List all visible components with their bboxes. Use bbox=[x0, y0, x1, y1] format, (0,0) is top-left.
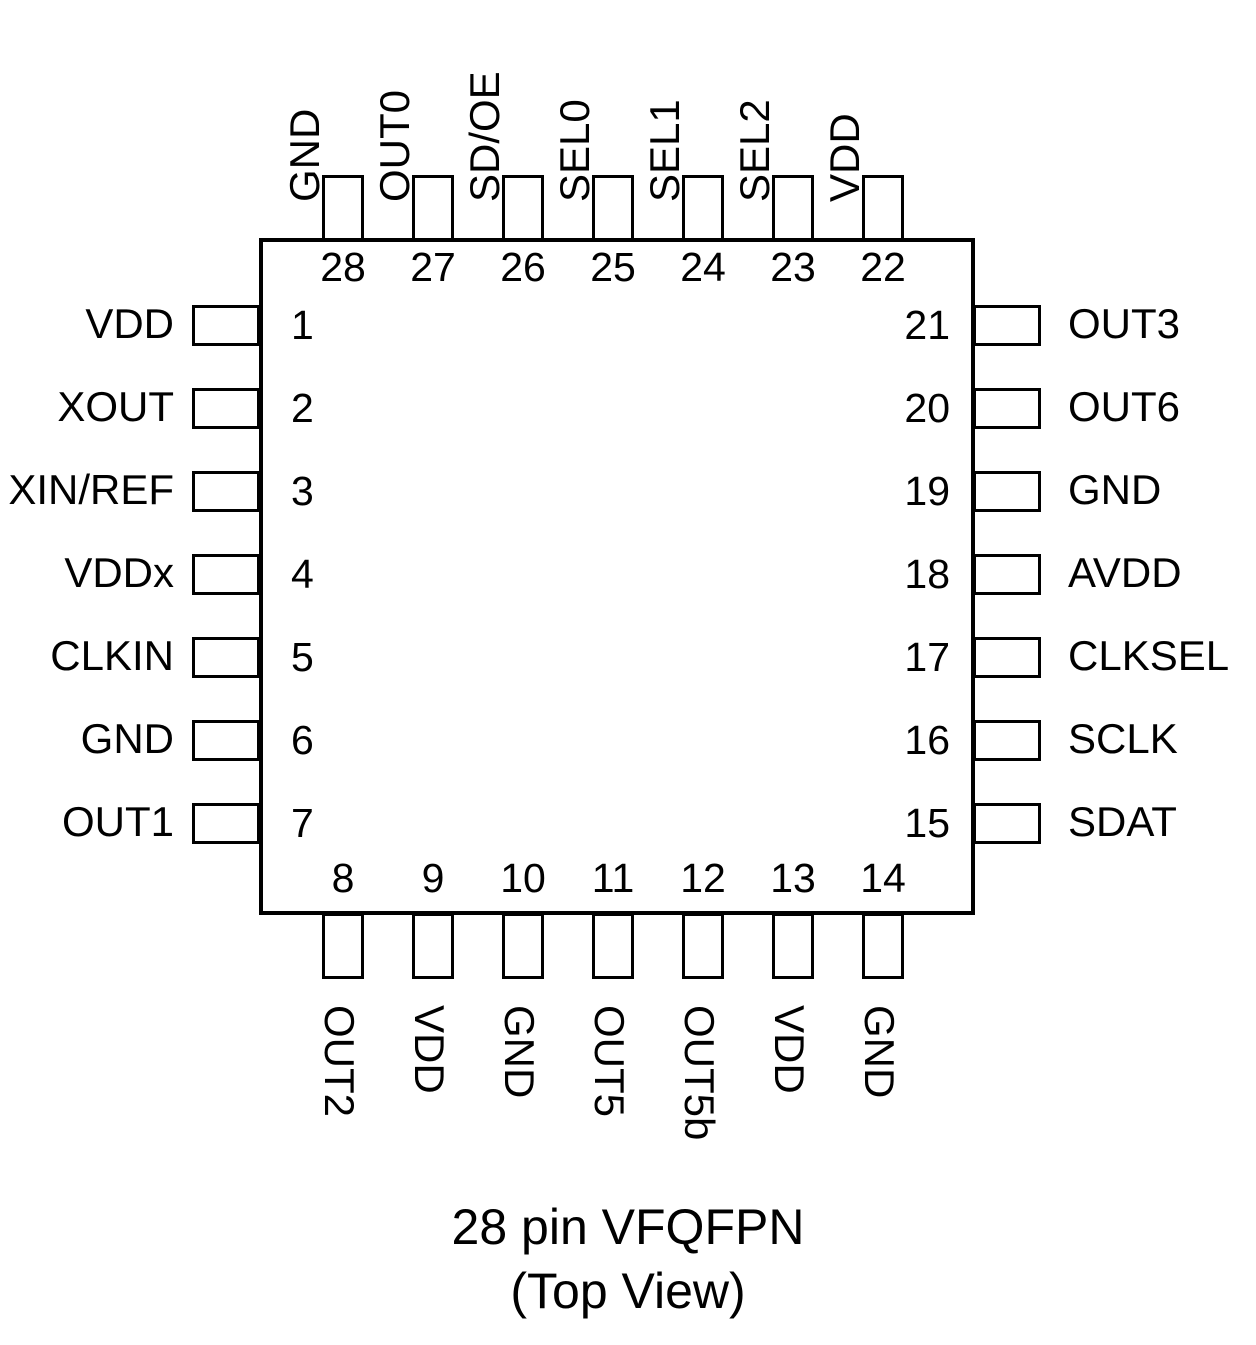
pin-label-vddx-4: VDDx bbox=[64, 549, 174, 596]
pad-pin-8 bbox=[322, 913, 364, 979]
pin-label-clkin-5: CLKIN bbox=[50, 632, 174, 679]
pin-label-out2-8: OUT2 bbox=[316, 1005, 363, 1118]
pin-number-14: 14 bbox=[860, 855, 906, 901]
pin-number-17: 17 bbox=[904, 634, 950, 680]
pin-number-25: 25 bbox=[590, 244, 636, 290]
pad-pin-1 bbox=[192, 305, 260, 346]
pad-pin-3 bbox=[192, 471, 260, 512]
pad-pin-22 bbox=[862, 175, 904, 241]
pin-label-xinref-3: XIN/REF bbox=[8, 466, 174, 513]
pad-pin-21 bbox=[973, 305, 1041, 346]
pin-label-out6-20: OUT6 bbox=[1068, 383, 1181, 430]
pin-label-clksel-17: CLKSEL bbox=[1068, 632, 1230, 679]
pin-number-20: 20 bbox=[904, 385, 950, 431]
pin-number-22: 22 bbox=[860, 244, 906, 290]
pad-pin-28 bbox=[322, 175, 364, 241]
pad-pin-15 bbox=[973, 803, 1041, 844]
pad-pin-6 bbox=[192, 720, 260, 761]
pin-number-4: 4 bbox=[291, 551, 314, 597]
pin-number-13: 13 bbox=[770, 855, 816, 901]
pad-pin-7 bbox=[192, 803, 260, 844]
pin-number-5: 5 bbox=[291, 634, 314, 680]
pin-label-gnd-28: GND bbox=[281, 108, 328, 202]
pin-number-21: 21 bbox=[904, 302, 950, 348]
pin-number-26: 26 bbox=[500, 244, 546, 290]
pin-number-1: 1 bbox=[291, 302, 314, 348]
pin-number-24: 24 bbox=[680, 244, 726, 290]
pin-label-sel2-23: SEL2 bbox=[731, 99, 778, 202]
pin-label-out0-27: OUT0 bbox=[371, 89, 418, 202]
pin-number-23: 23 bbox=[770, 244, 816, 290]
pin-label-sclk-16: SCLK bbox=[1068, 715, 1178, 762]
pad-pin-23 bbox=[772, 175, 814, 241]
pin-label-vdd-13: VDD bbox=[766, 1005, 813, 1094]
pin-label-vdd-9: VDD bbox=[406, 1005, 453, 1094]
pin-number-28: 28 bbox=[320, 244, 366, 290]
pin-number-2: 2 bbox=[291, 385, 314, 431]
pad-pin-2 bbox=[192, 388, 260, 429]
pin-number-6: 6 bbox=[291, 717, 314, 763]
pad-pin-17 bbox=[973, 637, 1041, 678]
pin-number-15: 15 bbox=[904, 800, 950, 846]
pad-pin-24 bbox=[682, 175, 724, 241]
pin-number-16: 16 bbox=[904, 717, 950, 763]
view-caption: (Top View) bbox=[510, 1263, 746, 1319]
pad-pin-5 bbox=[192, 637, 260, 678]
pin-label-avdd-18: AVDD bbox=[1068, 549, 1182, 596]
pad-pin-11 bbox=[592, 913, 634, 979]
pin-number-7: 7 bbox=[291, 800, 314, 846]
pad-pin-4 bbox=[192, 554, 260, 595]
pin-label-vdd-22: VDD bbox=[821, 113, 868, 202]
pin-label-gnd-6: GND bbox=[80, 715, 174, 762]
pin-number-9: 9 bbox=[421, 855, 445, 901]
pad-pin-10 bbox=[502, 913, 544, 979]
pin-label-out5-11: OUT5 bbox=[586, 1005, 633, 1118]
pad-pin-25 bbox=[592, 175, 634, 241]
pin-number-11: 11 bbox=[591, 855, 635, 901]
pin-number-12: 12 bbox=[680, 855, 726, 901]
package-body-outline bbox=[259, 238, 975, 915]
pad-pin-19 bbox=[973, 471, 1041, 512]
pad-pin-14 bbox=[862, 913, 904, 979]
pin-label-out3-21: OUT3 bbox=[1068, 300, 1181, 347]
pin-label-out5b-12: OUT5b bbox=[676, 1005, 723, 1141]
pin-number-8: 8 bbox=[331, 855, 355, 901]
pin-label-xout-2: XOUT bbox=[57, 383, 174, 430]
pad-pin-9 bbox=[412, 913, 454, 979]
pin-label-gnd-19: GND bbox=[1068, 466, 1162, 513]
pin-label-vdd-1: VDD bbox=[85, 300, 174, 347]
pin-label-sdoe-26: SD/OE bbox=[461, 71, 508, 202]
package-name-caption: 28 pin VFQFPN bbox=[451, 1199, 805, 1255]
pin-number-27: 27 bbox=[410, 244, 456, 290]
pin-number-18: 18 bbox=[904, 551, 950, 597]
pin-number-19: 19 bbox=[904, 468, 950, 514]
pad-pin-13 bbox=[772, 913, 814, 979]
pin-label-sel0-25: SEL0 bbox=[551, 99, 598, 202]
pad-pin-18 bbox=[973, 554, 1041, 595]
pad-pin-26 bbox=[502, 175, 544, 241]
pin-label-gnd-10: GND bbox=[496, 1005, 543, 1099]
pin-label-sdat-15: SDAT bbox=[1068, 798, 1177, 845]
pad-pin-27 bbox=[412, 175, 454, 241]
pad-pin-16 bbox=[973, 720, 1041, 761]
pad-pin-12 bbox=[682, 913, 724, 979]
pin-label-sel1-24: SEL1 bbox=[641, 99, 688, 202]
pad-pin-20 bbox=[973, 388, 1041, 429]
pin-label-out1-7: OUT1 bbox=[61, 798, 174, 845]
pin-number-10: 10 bbox=[500, 855, 546, 901]
pin-number-3: 3 bbox=[291, 468, 314, 514]
pin-label-gnd-14: GND bbox=[856, 1005, 903, 1099]
